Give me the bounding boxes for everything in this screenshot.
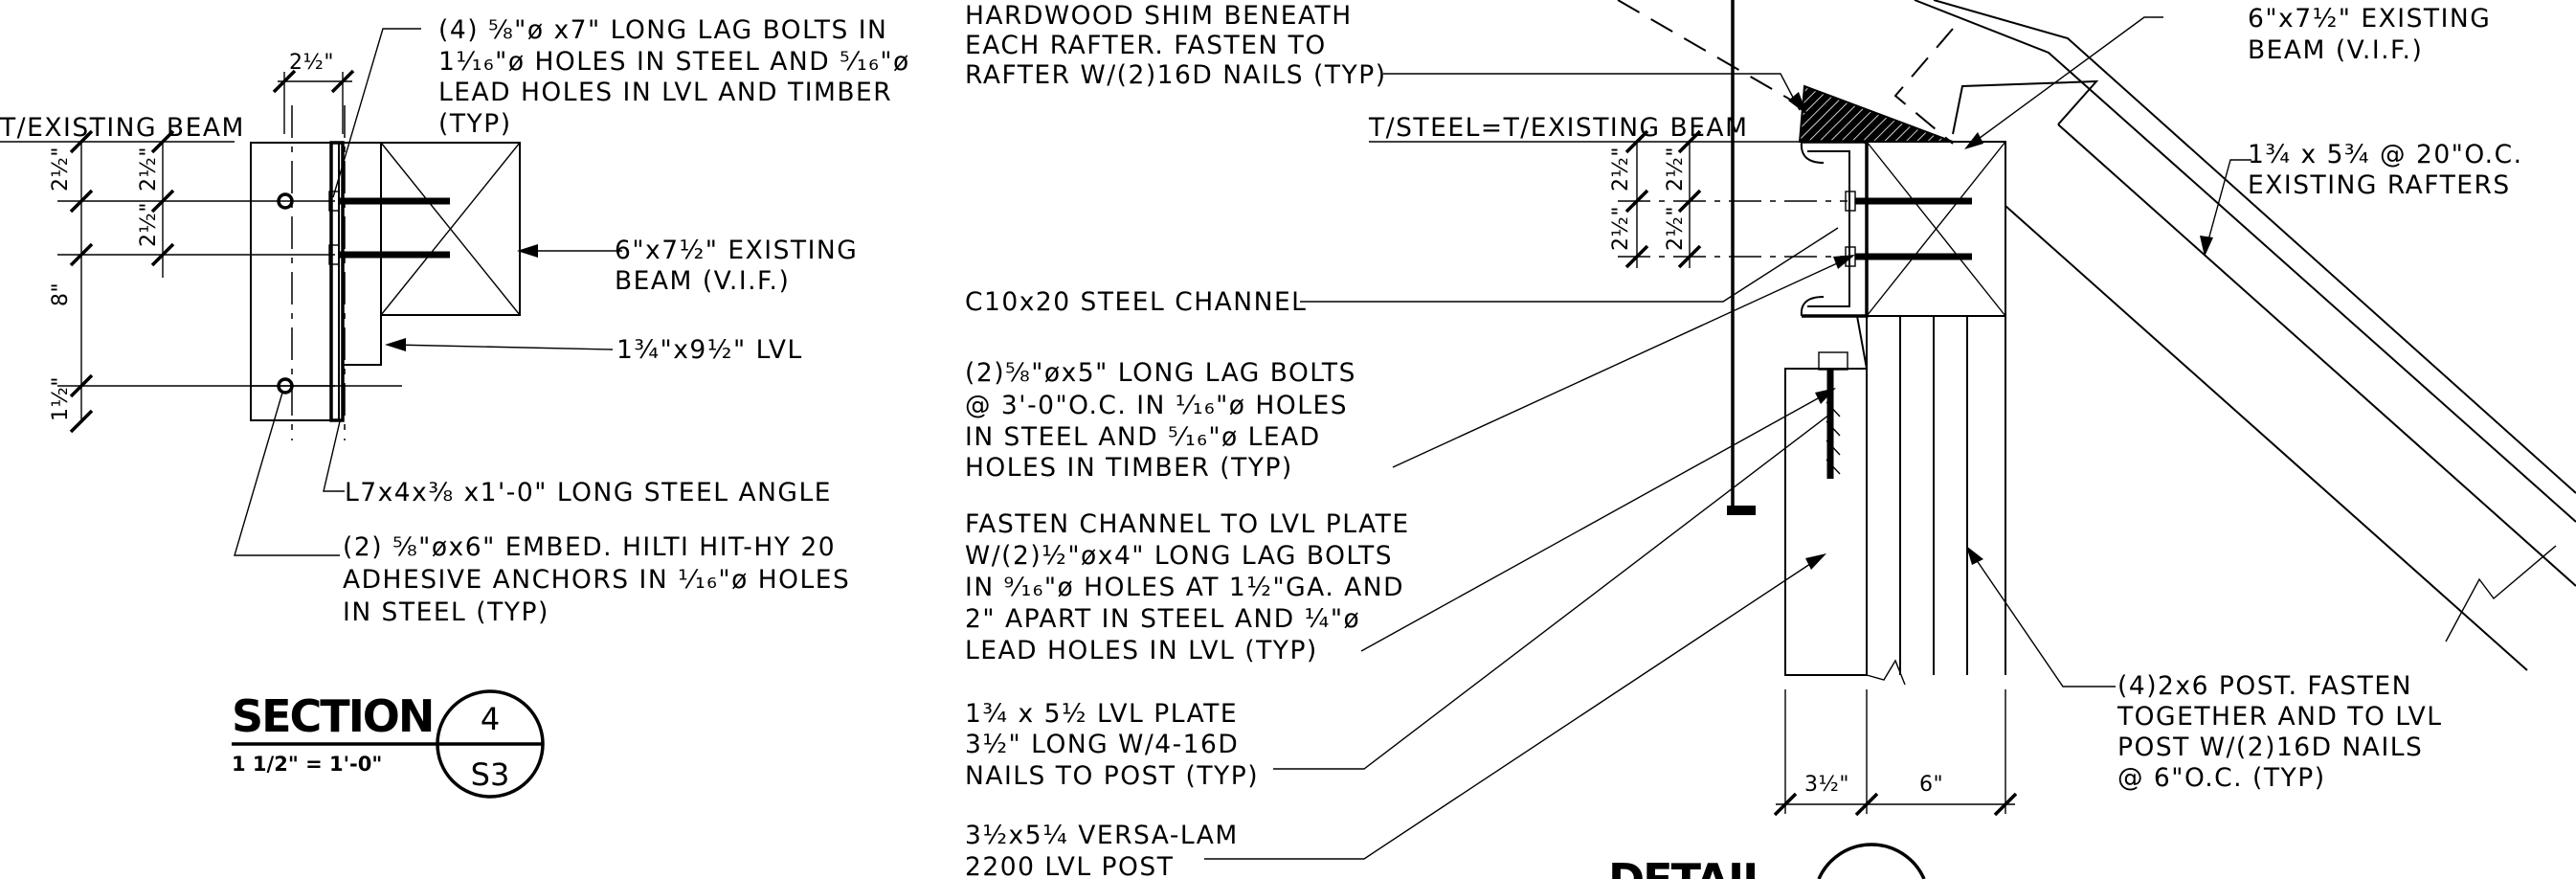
note-fasten-channel: FASTEN CHANNEL TO LVL PLATE W/(2)½"øx4" … [965,509,1420,665]
section-4-drawing: T/EXISTING BEAM [0,15,920,799]
note-channel: C10x20 STEEL CHANNEL [965,287,1307,317]
existing-beam-right [1866,141,2006,317]
dim-right-v3: 2½" [1609,206,1633,251]
posts [1784,316,2006,686]
detail-title-block: DETAIL [1608,843,1926,879]
anchor-top [277,192,294,210]
dim-v1-label: 2½" [49,146,73,192]
note-steel-angle: L7x4x⅜ x1'-0" LONG STEEL ANGLE [345,478,832,507]
section-number: 4 [481,701,500,737]
note-lvl-post: 3½x5¼ VERSA-LAM 2200 LVL POST [965,821,1248,879]
hardwood-shim [1798,84,1954,143]
leaders-detail [1204,16,2251,860]
detail-drawing: T/STEEL=T/EXISTING BEAM [965,0,2576,879]
dim-v3-label: 2½" [137,202,161,247]
note-lag-bolts-left: (4) ⅝"ø x7" LONG LAG BOLTS IN 1⅟₁₆"ø HOL… [438,15,920,139]
dim-right-v2: 2½" [1664,146,1688,192]
existing-beam-left [380,142,521,316]
lag-bolts-left [328,191,450,265]
steel-channel [1802,140,1869,318]
note-lag-bolts-mid: (2)⅝"øx5" LONG LAG BOLTS @ 3'-0"O.C. IN … [965,358,1366,483]
dim-right-v1: 2½" [1609,146,1633,192]
dim-right-w2: 6" [1919,773,1943,797]
note-lvl: 1¾"x9½" LVL [616,335,803,365]
dim-top-label: 2½" [289,51,334,75]
lag-bolts-right [1845,191,1972,267]
leaders-left [234,28,622,556]
note-lvl-plate: 1¾ x 5½ LVL PLATE 3½" LONG W/4-16D NAILS… [965,699,1259,791]
section-sheet: S3 [471,756,510,793]
top-of-beam-label: T/EXISTING BEAM [0,113,245,143]
note-shim: HARDWOOD SHIM BENEATH EACH RAFTER. FASTE… [965,1,1387,90]
dim-v4-label: 8" [49,282,73,306]
detail-title-word: DETAIL [1608,854,1770,879]
note-post-right: (4)2x6 POST. FASTEN TOGETHER AND TO LVL … [2117,671,2452,793]
existing-rafters [1914,0,2576,671]
section-title-block: SECTION 1 1/2" = 1'-0" 4 S3 [232,689,545,799]
dim-v5-label: 1½" [49,376,73,421]
dim-right-v4: 2½" [1664,206,1688,251]
note-rafters: 1¾ x 5¾ @ 20"O.C. EXISTING RAFTERS [2248,140,2532,200]
dimension-ticks-left [69,69,355,434]
anchor-bottom [277,377,294,394]
section-scale: 1 1/2" = 1'-0" [232,753,382,776]
steel-angle-leg [250,142,340,421]
top-of-steel-label: T/STEEL=T/EXISTING BEAM [1368,113,1748,143]
note-anchors: (2) ⅝"øx6" EMBED. HILTI HIT-HY 20 ADHESI… [343,532,860,627]
dim-v2-label: 2½" [137,146,161,192]
dim-right-w1: 3½" [1804,773,1849,797]
dimension-ticks-right [1624,129,2018,817]
section-title-word: SECTION [232,690,433,742]
note-existing-beam-right: 6"x7½" EXISTING BEAM (V.I.F.) [2248,4,2500,65]
lvl-plate [1784,368,1868,676]
note-existing-beam-left: 6"x7½" EXISTING BEAM (V.I.F.) [615,236,867,296]
